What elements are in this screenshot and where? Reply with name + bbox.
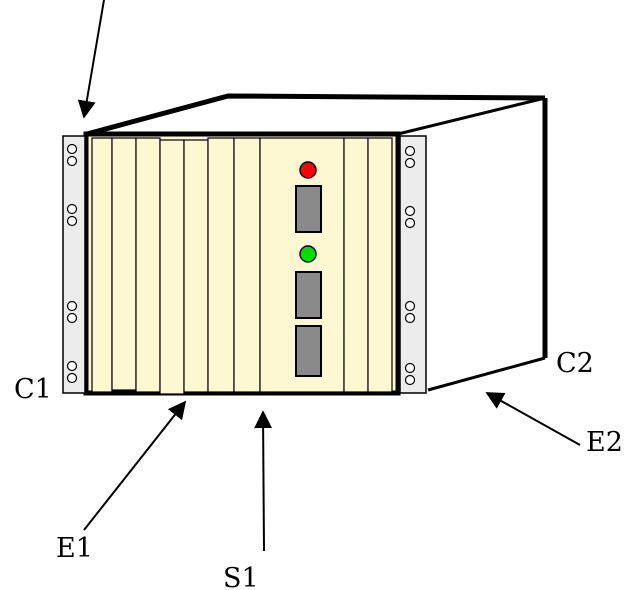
mounting-hole-icon bbox=[404, 157, 416, 169]
label-s1: S1 bbox=[223, 563, 259, 590]
mounting-hole-icon bbox=[66, 143, 78, 155]
mounting-hole-icon bbox=[66, 312, 78, 324]
pointer-arrow-top bbox=[77, 0, 105, 119]
card-slot bbox=[135, 137, 161, 393]
card-slot bbox=[183, 139, 209, 393]
connector-port bbox=[295, 271, 322, 319]
chassis-top-edge bbox=[86, 93, 546, 137]
pointer-arrow-e1 bbox=[83, 400, 187, 531]
mounting-hole-icon bbox=[404, 362, 416, 374]
right-mounting-ear bbox=[399, 135, 427, 394]
pointer-arrow-e2 bbox=[485, 392, 581, 446]
mounting-hole-icon bbox=[66, 155, 78, 167]
mounting-hole-icon bbox=[404, 217, 416, 229]
card-slot bbox=[233, 137, 261, 393]
mounting-hole-icon bbox=[404, 374, 416, 386]
label-e1: E1 bbox=[56, 533, 93, 564]
chassis-top-right-edge bbox=[397, 96, 546, 136]
mounting-hole-icon bbox=[404, 205, 416, 217]
card-slots bbox=[91, 137, 393, 395]
mounting-hole-icon bbox=[66, 360, 78, 372]
connector-port bbox=[295, 185, 322, 233]
pointer-arrow-s1 bbox=[254, 410, 273, 552]
mounting-hole-icon bbox=[404, 312, 416, 324]
card-slot bbox=[367, 137, 393, 393]
mounting-hole-icon bbox=[66, 372, 78, 384]
card-slot bbox=[91, 137, 113, 393]
chassis-box bbox=[86, 93, 548, 392]
left-mounting-ear bbox=[62, 135, 86, 394]
card-slot bbox=[343, 137, 369, 393]
mounting-hole-icon bbox=[66, 300, 78, 312]
label-c2: C2 bbox=[556, 348, 594, 379]
label-c1: C1 bbox=[14, 374, 52, 405]
card-slot bbox=[207, 137, 235, 393]
mounting-hole-icon bbox=[66, 203, 78, 215]
red-led-icon bbox=[299, 161, 317, 179]
label-e2: E2 bbox=[586, 427, 623, 458]
mounting-hole-icon bbox=[66, 215, 78, 227]
card-slot bbox=[159, 139, 185, 395]
card-slot bbox=[111, 137, 137, 391]
chassis-bottom-right-edge bbox=[427, 356, 546, 392]
connector-port bbox=[295, 325, 322, 377]
green-led-icon bbox=[299, 245, 317, 263]
mounting-hole-icon bbox=[404, 145, 416, 157]
mounting-hole-icon bbox=[404, 300, 416, 312]
